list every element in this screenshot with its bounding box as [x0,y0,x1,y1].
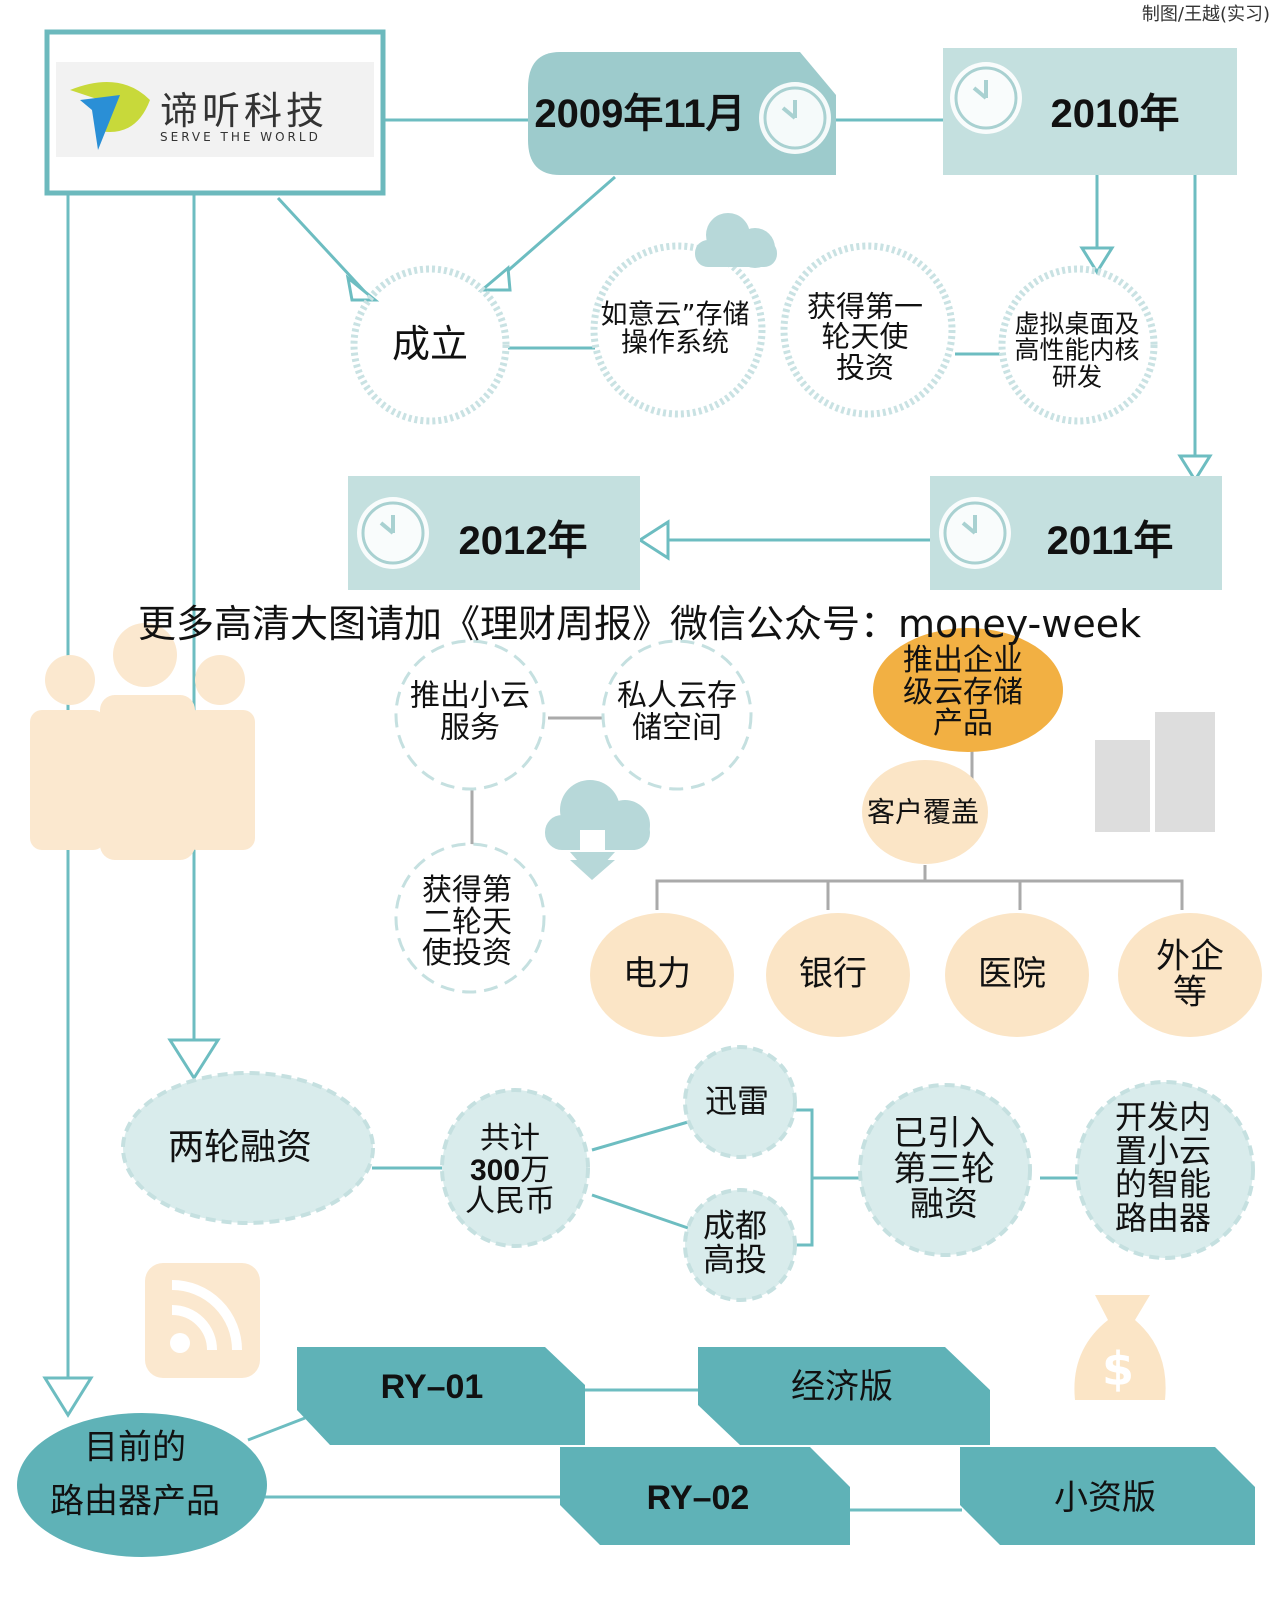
logo-name: 谛听科技 [160,89,329,133]
investor-chengdu: 成都 高投 [702,1206,768,1278]
people-icon [30,623,255,860]
year-2012: 2012年 [458,519,588,563]
money-bag-icon: $ [1074,1295,1166,1400]
year-2010: 2010年 [1050,92,1180,136]
investor-xunlei: 迅雷 [704,1082,770,1121]
event-angel-2: 获得第 二轮天 使投资 [422,872,512,971]
year-2009: 2009年11月 [534,92,746,136]
event-storage-os: 如意云”存储 操作系统 [600,299,750,359]
svg-text:$: $ [1102,1342,1134,1396]
client-coverage: 客户覆盖 [866,795,980,829]
funding-title: 两轮融资 [167,1127,313,1169]
year-2011: 2011年 [1046,519,1174,563]
cloud-download-icon [545,780,650,880]
enterprise-blob [873,628,1063,752]
connector-lines [66,118,1197,1512]
event-angel-1: 获得第一 轮天使 投资 [806,289,924,385]
event-founded: 成立 [391,322,469,367]
current-products-title: 目前的 路由器产品 [50,1427,220,1522]
buildings-icon [1095,712,1215,832]
smart-router-dev: 开发内 置小云 的智能 路由器 [1114,1097,1212,1237]
rss-icon [145,1263,260,1378]
credit: 制图/王越(实习) [1141,4,1270,25]
enterprise-product: 推出企业 级云存储 产品 [903,642,1023,741]
client-power: 电力 [623,954,691,995]
badge-2011 [930,476,1222,590]
edition-economy: 经济版 [791,1367,893,1408]
badge-2009 [528,52,836,175]
client-bank: 银行 [799,954,867,995]
cloud-icon [695,213,777,268]
client-hospital: 医院 [978,954,1046,995]
event-private-storage: 私人云存 储空间 [617,678,737,745]
logo-slogan: SERVE THE WORLD [160,130,321,144]
arrowheads [42,246,1213,1418]
model-ry01-shape [297,1347,585,1445]
model-ry01: RY–01 [380,1368,484,1407]
event-xiaoyun: 推出小云 服务 [410,678,530,745]
watermark: 更多高清大图请加《理财周报》微信公众号：money-week [138,602,1142,646]
badge-2012 [348,476,640,590]
event-vdesktop: 虚拟桌面及 高性能内核 研发 [1014,309,1140,392]
model-ry02: RY–02 [646,1479,750,1518]
edition-petite: 小资版 [1054,1478,1156,1519]
client-bracket [470,716,1184,910]
client-foreign: 外企等 [1156,936,1224,1012]
funding-third-round: 已引入 第三轮 融资 [893,1113,995,1225]
